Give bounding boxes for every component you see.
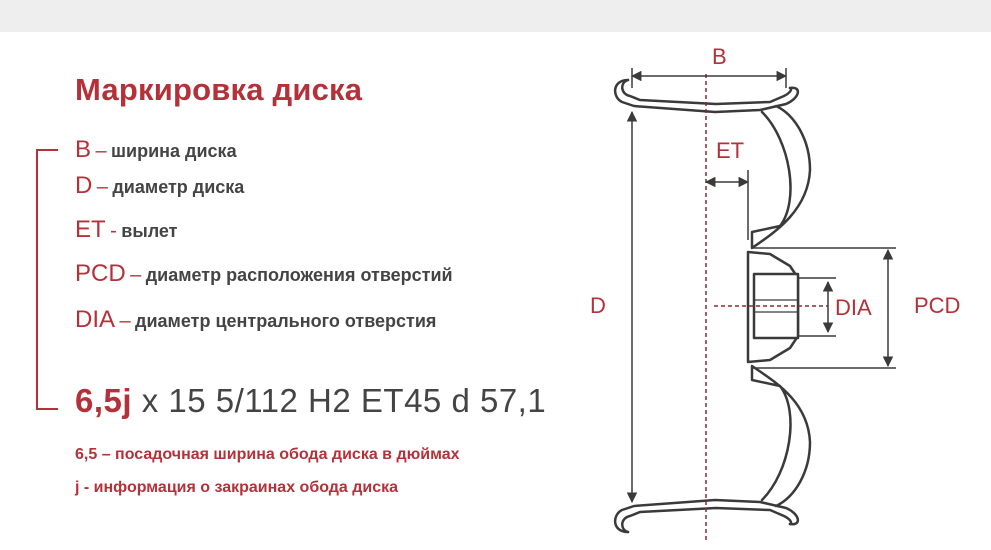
legend-bracket-bottom (36, 408, 58, 410)
legend-item-pcd: PCD – диаметр расположения отверстий (75, 260, 453, 288)
legend-item-dia: DIA – диаметр центрального отверстия (75, 306, 436, 334)
label-dia: DIA (835, 295, 872, 320)
legend-separator: - (110, 220, 117, 242)
legend-separator: – (96, 176, 108, 198)
legend-separator: – (95, 140, 107, 162)
top-bar (0, 0, 991, 32)
legend-description: диаметр расположения отверстий (145, 265, 453, 285)
legend-term: D (75, 172, 93, 199)
legend-item-et: ET - вылет (75, 216, 177, 244)
label-et: ET (716, 138, 744, 163)
legend-bracket-top (36, 149, 58, 151)
marking-code: 6,5j x 15 5/112 H2 ET45 d 57,1 (75, 382, 546, 420)
legend-separator: – (119, 310, 131, 332)
legend-term: DIA (75, 306, 116, 333)
rim-profile-top (614, 78, 812, 250)
legend-description: диаметр центрального отверстия (135, 311, 437, 331)
legend-description: диаметр диска (112, 177, 245, 197)
page-title: Маркировка диска (75, 72, 363, 107)
rim-profile-bottom (614, 364, 812, 534)
note-width: 6,5 – посадочная ширина обода диска в дю… (75, 446, 460, 463)
note-flange: j - информация о закраинах обода диска (75, 479, 399, 496)
legend-bracket (36, 149, 38, 410)
legend-separator: – (130, 264, 142, 286)
label-d: D (590, 293, 606, 318)
label-b: B (712, 44, 727, 69)
legend-term: ET (75, 216, 106, 243)
legend-term: B (75, 136, 92, 163)
legend-term: PCD (75, 260, 126, 287)
marking-code-width: 6,5j (75, 382, 133, 419)
legend-description: ширина диска (111, 141, 237, 161)
legend-item-b: B – ширина диска (75, 136, 237, 164)
dimension-lines (626, 68, 896, 504)
legend-item-d: D – диаметр диска (75, 172, 244, 200)
legend-description: вылет (121, 221, 178, 241)
marking-code-rest: x 15 5/112 H2 ET45 d 57,1 (132, 382, 547, 419)
label-pcd: PCD (914, 293, 960, 318)
wheel-hub (746, 250, 800, 364)
